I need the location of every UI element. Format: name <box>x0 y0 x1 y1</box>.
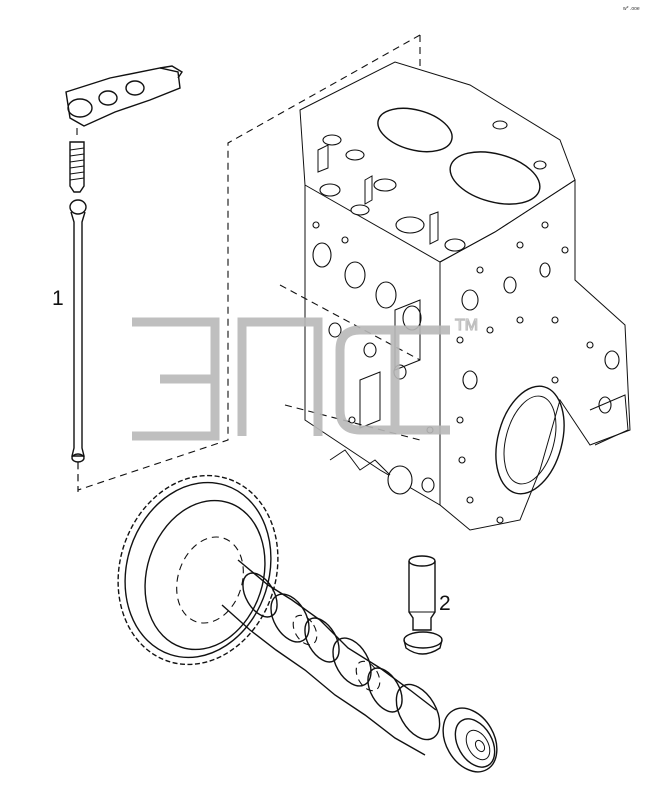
part-1-pushrod-assembly <box>65 65 183 492</box>
engine-block <box>77 34 631 531</box>
pushrod <box>69 199 87 463</box>
part-2-tappet <box>403 555 443 655</box>
callout-1-label: 1 <box>52 287 64 310</box>
drawing-code: w* .ooe <box>623 6 640 12</box>
trademark-mark: TM <box>455 317 478 334</box>
adjusting-screw <box>69 141 85 193</box>
rocker-arm <box>65 65 183 127</box>
camshaft-gear <box>117 474 279 666</box>
callout-2-label: 2 <box>439 592 451 615</box>
watermark-logo: TM <box>132 316 479 441</box>
camshaft <box>117 474 498 773</box>
